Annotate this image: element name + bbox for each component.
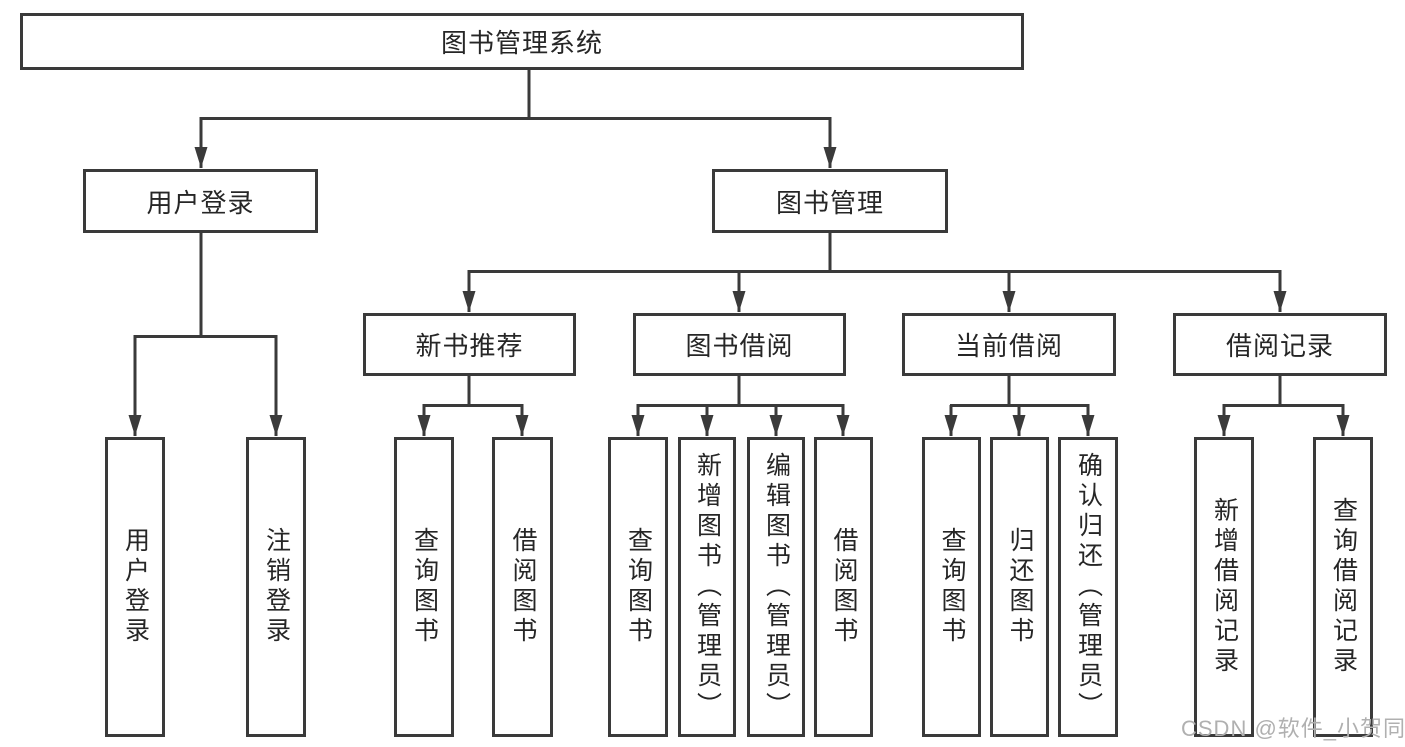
node-label: 用户登录 <box>121 527 150 647</box>
leaf-logout: 注销登录 <box>246 437 306 737</box>
leaf-query-book-1: 查询图书 <box>394 437 454 737</box>
node-label: 借阅图书 <box>830 527 858 647</box>
node-label: 新书推荐 <box>415 331 524 361</box>
node-label: 注销登录 <box>262 527 291 647</box>
node-label: 图书借阅 <box>685 331 794 361</box>
node-label: 查询图书 <box>410 527 439 647</box>
leaf-edit-book-admin: 编辑图书（管理员） <box>747 437 805 737</box>
leaf-query-borrow-record: 查询借阅记录 <box>1313 437 1373 737</box>
node-label: 图书管理 <box>775 187 884 218</box>
node-user-login: 用户登录 <box>83 169 318 233</box>
leaf-borrow-book-1: 借阅图书 <box>492 437 553 737</box>
leaf-user-login: 用户登录 <box>105 437 165 737</box>
leaf-confirm-return-admin: 确认归还（管理员） <box>1058 437 1118 737</box>
node-label: 查询图书 <box>624 527 653 647</box>
leaf-add-borrow-record: 新增借阅记录 <box>1194 437 1254 737</box>
node-label: 编辑图书（管理员） <box>762 452 791 722</box>
leaf-add-book-admin: 新增图书（管理员） <box>678 437 736 737</box>
node-label: 确认归还（管理员） <box>1074 452 1103 722</box>
node-system-root: 图书管理系统 <box>20 13 1024 70</box>
node-label: 查询借阅记录 <box>1329 497 1358 677</box>
node-label: 用户登录 <box>146 187 255 218</box>
node-new-book-recommend: 新书推荐 <box>363 313 576 376</box>
node-book-borrow: 图书借阅 <box>633 313 846 376</box>
node-borrow-records: 借阅记录 <box>1173 313 1387 376</box>
node-label: 图书管理系统 <box>440 28 603 58</box>
leaf-query-book-2: 查询图书 <box>608 437 668 737</box>
node-label: 查询图书 <box>938 527 966 647</box>
leaf-return-book: 归还图书 <box>990 437 1049 737</box>
node-label: 借阅记录 <box>1225 331 1334 361</box>
node-current-borrow: 当前借阅 <box>902 313 1116 376</box>
leaf-query-book-3: 查询图书 <box>922 437 981 737</box>
leaf-borrow-book-2: 借阅图书 <box>814 437 873 737</box>
node-label: 新增借阅记录 <box>1210 497 1239 677</box>
csdn-watermark: CSDN @软件_小贺同学 <box>1181 716 1405 741</box>
node-label: 借阅图书 <box>509 527 537 647</box>
node-book-management: 图书管理 <box>712 169 948 233</box>
node-label: 当前借阅 <box>954 331 1063 361</box>
node-label: 归还图书 <box>1006 527 1034 647</box>
node-label: 新增图书（管理员） <box>693 452 722 722</box>
